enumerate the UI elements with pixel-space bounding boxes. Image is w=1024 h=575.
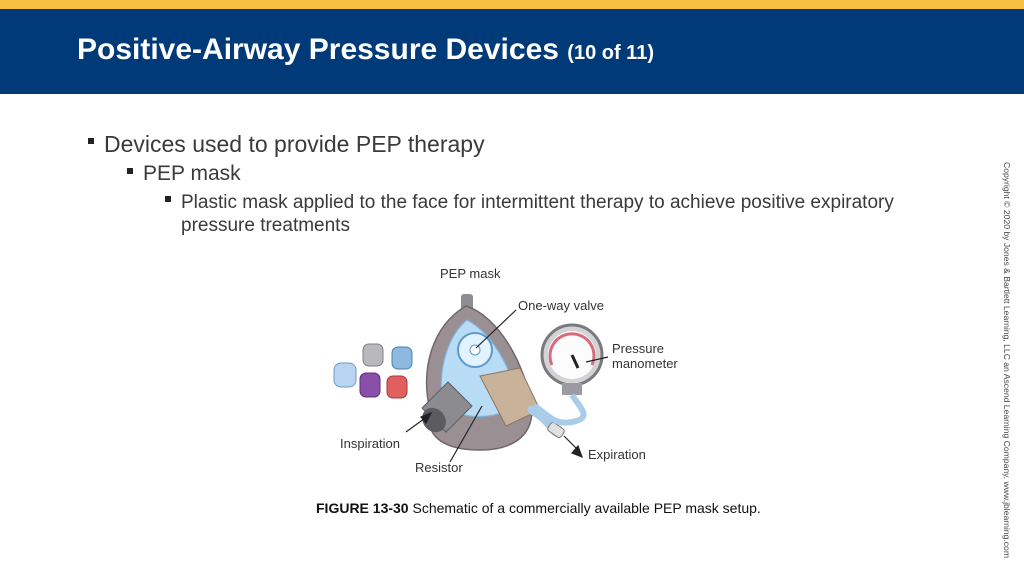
label-one-way-valve: One-way valve (518, 298, 604, 313)
bullet-level-3-line-1: Plastic mask applied to the face for int… (181, 192, 894, 213)
adapter-caps (333, 343, 413, 399)
pressure-manometer (532, 323, 604, 426)
label-pressure-line-2: manometer (612, 356, 678, 371)
callout-lines (405, 309, 609, 463)
slide-title-counter: (10 of 11) (567, 42, 654, 64)
top-accent-stripe (0, 0, 1024, 9)
label-inspiration: Inspiration (340, 436, 400, 451)
bullet-marker-icon (127, 168, 133, 174)
figure-caption-text: Schematic of a commercially available PE… (412, 500, 761, 516)
title-banner (0, 9, 1024, 94)
label-expiration: Expiration (588, 447, 646, 462)
bullet-marker-icon (165, 196, 171, 202)
pep-mask-illustration: PEP mask One-way valve Pressure manomete… (333, 266, 678, 475)
copyright-notice: Copyright © 2020 by Jones & Bartlett Lea… (1002, 162, 1012, 558)
label-pressure-line-1: Pressure (612, 341, 664, 356)
figure-caption: FIGURE 13-30 Schematic of a commercially… (316, 500, 761, 516)
label-pep-mask: PEP mask (440, 266, 501, 281)
bullet-level-2: PEP mask (143, 162, 241, 185)
figure-number: FIGURE 13-30 (316, 500, 409, 516)
bullet-level-3-line-2: pressure treatments (181, 215, 350, 236)
label-resistor: Resistor (415, 460, 463, 475)
bullet-level-1: Devices used to provide PEP therapy (104, 131, 485, 157)
slide-title-text: Positive-Airway Pressure Devices (77, 33, 559, 66)
bullet-level-3: Plastic mask applied to the face for int… (181, 191, 894, 237)
bullet-marker-icon (88, 138, 94, 144)
slide-title: Positive-Airway Pressure Devices (10 of … (77, 33, 654, 67)
